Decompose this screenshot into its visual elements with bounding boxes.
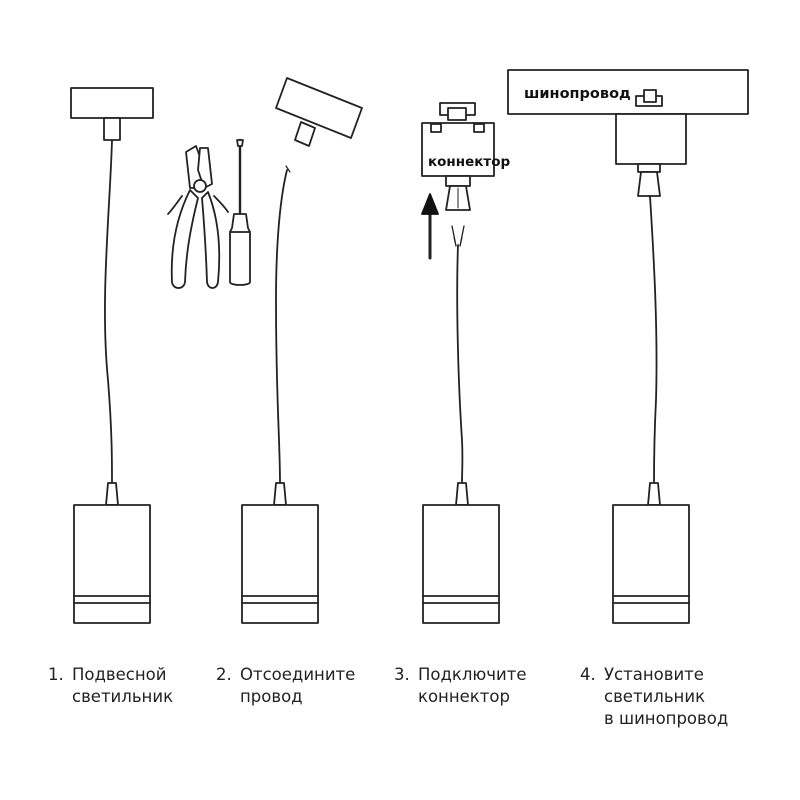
installed-connector <box>615 113 687 165</box>
cable-gland <box>647 482 661 506</box>
canopy-stem <box>103 117 121 141</box>
detached-canopy <box>275 77 363 147</box>
up-arrow-icon <box>421 193 439 260</box>
cable-gland <box>455 482 469 506</box>
rail-label: шинопровод <box>524 86 631 102</box>
lamp-body <box>612 504 690 624</box>
pliers-icon <box>167 145 229 289</box>
cable-gland <box>273 482 287 506</box>
step2-disconnect <box>167 77 363 624</box>
step3-connect <box>421 102 500 624</box>
connector-label: коннектор <box>428 154 511 170</box>
cable-gland <box>105 482 119 506</box>
step1-luminaire <box>70 87 154 624</box>
suspension-cable <box>649 195 658 484</box>
connector-icon <box>421 102 495 211</box>
stripped-cable <box>456 244 464 484</box>
track-rail <box>507 69 749 115</box>
lamp-body <box>73 504 151 624</box>
loose-cable <box>275 169 288 484</box>
step4-installed <box>507 69 749 624</box>
lamp-body <box>241 504 319 624</box>
screwdriver-icon <box>229 138 251 286</box>
lamp-body <box>422 504 500 624</box>
ceiling-canopy <box>70 87 154 119</box>
suspension-cable <box>104 139 113 484</box>
